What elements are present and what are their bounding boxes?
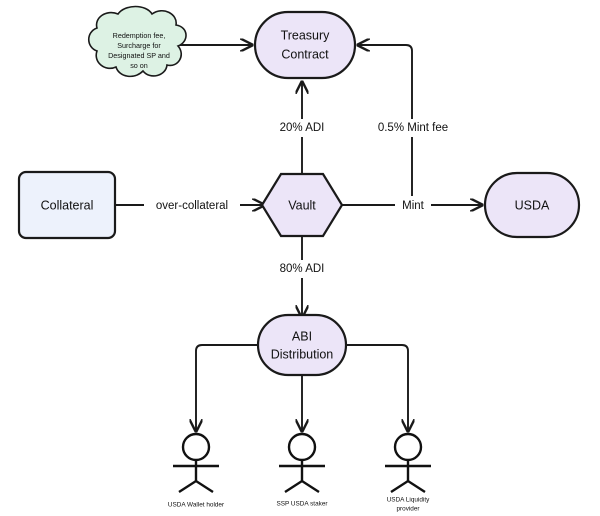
edge-mintfee-to-treasury bbox=[358, 45, 413, 196]
over-collateral-label-bg bbox=[144, 196, 240, 214]
usda-label: USDA bbox=[515, 198, 550, 212]
actor-label-usda-liquidity-provider-line-2: provider bbox=[396, 506, 420, 513]
adi-20-label-bg bbox=[271, 119, 333, 137]
edge-label-over-collateral: over-collateral bbox=[156, 200, 228, 212]
treasury-label-line-2: Contract bbox=[281, 47, 329, 61]
actor-usda-wallet-holder[interactable]: USDA Wallet holder bbox=[168, 432, 225, 509]
cloud-label-line-3: Designated SP and bbox=[108, 51, 170, 60]
cloud-label-line-4: so on bbox=[130, 61, 148, 70]
collateral-label: Collateral bbox=[41, 198, 94, 212]
actor-usda-liquidity-provider[interactable]: USDA Liquidity provider bbox=[385, 432, 431, 513]
abi-label-line-2: Distribution bbox=[271, 347, 334, 361]
actor-label-usda-wallet-holder: USDA Wallet holder bbox=[168, 502, 225, 509]
cloud-label-line-2: Surcharge for bbox=[117, 41, 161, 50]
mint-fee-label-bg bbox=[370, 119, 456, 137]
edge-label-20-adi: 20% ADI bbox=[280, 122, 325, 134]
cloud-label-line-1: Redemption fee, bbox=[113, 31, 166, 40]
actor-label-usda-liquidity-provider-line-1: USDA Liquidity bbox=[387, 497, 430, 504]
actor-head-icon bbox=[393, 432, 423, 462]
treasury-label-line-1: Treasury bbox=[281, 28, 331, 42]
vault-label: Vault bbox=[288, 198, 316, 212]
node-abi-distribution[interactable]: ABI Distribution bbox=[256, 313, 348, 377]
edge-label-mint-fee: 0.5% Mint fee bbox=[378, 122, 448, 134]
adi-80-label-bg bbox=[271, 260, 333, 278]
abi-distribution-shape bbox=[256, 313, 348, 377]
actor-legs-icon bbox=[390, 479, 426, 494]
node-fees-cloud[interactable]: Redemption fee, Surcharge for Designated… bbox=[87, 5, 187, 78]
cloud-shape bbox=[87, 5, 187, 78]
vault-shape bbox=[260, 172, 344, 238]
abi-label-line-1: ABI bbox=[292, 329, 312, 343]
mint-label-bg bbox=[395, 196, 431, 214]
actor-legs-icon bbox=[178, 479, 214, 494]
actor-legs-icon bbox=[284, 479, 320, 494]
treasury-shape bbox=[253, 10, 357, 80]
node-treasury-contract[interactable]: Treasury Contract bbox=[253, 10, 357, 80]
node-collateral[interactable]: Collateral bbox=[17, 170, 117, 240]
node-vault[interactable]: Vault bbox=[260, 172, 344, 238]
actor-ssp-usda-staker[interactable]: SSP USDA staker bbox=[276, 432, 328, 508]
edge-label-mint: Mint bbox=[402, 200, 425, 212]
collateral-shape bbox=[17, 170, 117, 240]
edge-label-80-adi: 80% ADI bbox=[280, 263, 325, 275]
usda-shape bbox=[483, 171, 581, 239]
edge-abi-to-liquidity-provider bbox=[343, 344, 408, 431]
edge-abi-to-wallet-holder bbox=[196, 344, 262, 431]
node-usda[interactable]: USDA bbox=[483, 171, 581, 239]
actor-head-icon bbox=[287, 432, 317, 462]
edge-labels-layer: over-collateral 20% ADI 0.5% Mint fee Mi… bbox=[144, 119, 456, 278]
actor-label-ssp-usda-staker: SSP USDA staker bbox=[276, 501, 328, 508]
actor-head-icon bbox=[181, 432, 211, 462]
